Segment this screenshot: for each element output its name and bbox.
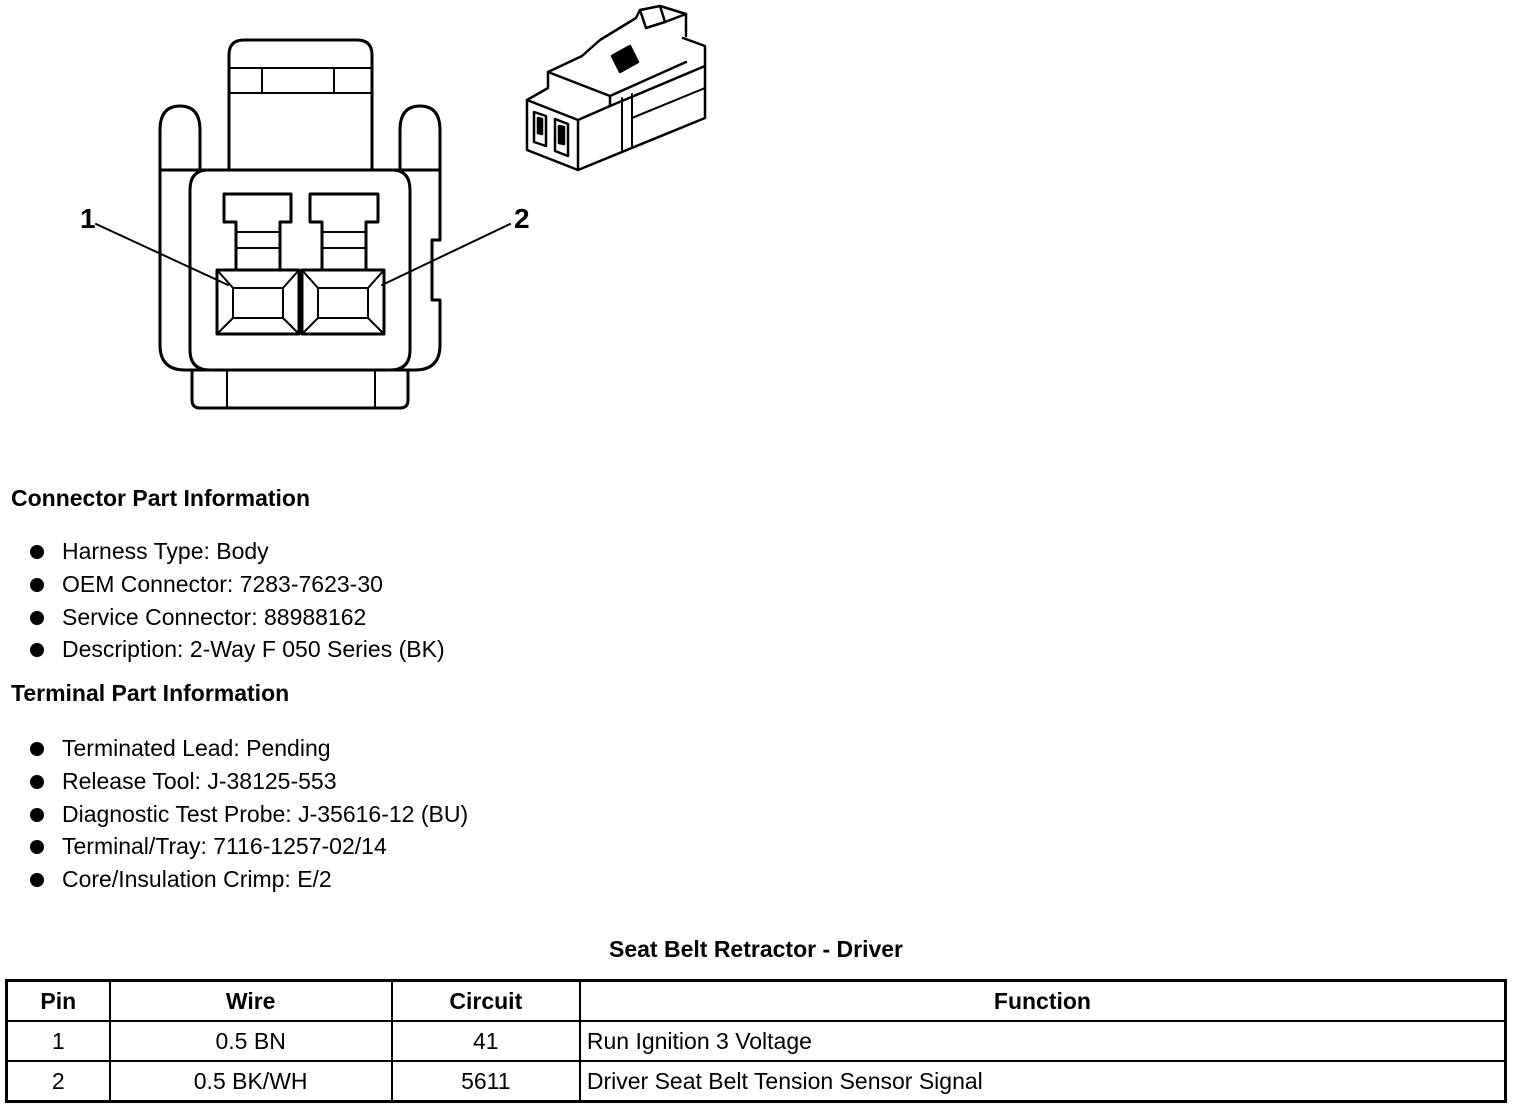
bullet-icon [30,840,44,855]
bullet-icon [30,807,44,822]
bullet-icon [30,577,44,592]
table-row: 1 0.5 BN 41 Run Ignition 3 Voltage [5,1020,1507,1062]
column-header-pin: Pin [5,979,111,1022]
bullet-icon [30,610,44,625]
connector-info-list: Harness Type: Body OEM Connector: 7283-7… [30,535,445,666]
pinout-table: Pin Wire Circuit Function 1 0.5 BN 41 Ru… [5,979,1507,1103]
list-item: Diagnostic Test Probe: J-35616-12 (BU) [30,798,468,831]
cell-circuit: 41 [390,1020,581,1062]
list-item: Harness Type: Body [30,535,445,568]
list-item: Service Connector: 88988162 [30,601,445,634]
pin-label-2: 2 [514,203,530,234]
bullet-icon [30,742,44,756]
cell-wire: 0.5 BK/WH [108,1060,393,1103]
table-header-row: Pin Wire Circuit Function [5,979,1507,1022]
bullet-icon [30,643,44,658]
list-item: Description: 2-Way F 050 Series (BK) [30,633,445,666]
connector-isometric-view [525,4,707,172]
list-item: Terminated Lead: Pending [30,732,468,765]
cell-circuit: 5611 [390,1060,581,1103]
terminal-info-list: Terminated Lead: Pending Release Tool: J… [30,732,468,896]
table-title: Seat Belt Retractor - Driver [609,936,903,962]
bullet-icon [30,545,44,559]
cell-function: Run Ignition 3 Voltage [578,1020,1507,1062]
cell-wire: 0.5 BN [108,1020,393,1062]
terminal-info-heading: Terminal Part Information [11,680,290,706]
list-item: Core/Insulation Crimp: E/2 [30,863,468,896]
column-header-circuit: Circuit [390,979,581,1022]
cell-pin: 1 [5,1020,111,1062]
list-item: OEM Connector: 7283-7623-30 [30,568,445,601]
column-header-wire: Wire [108,979,393,1022]
column-header-function: Function [578,979,1507,1022]
bullet-icon [30,873,44,888]
cell-function: Driver Seat Belt Tension Sensor Signal [578,1060,1507,1103]
pin-label-1: 1 [80,203,96,234]
cell-pin: 2 [5,1060,111,1103]
list-item: Release Tool: J-38125-553 [30,765,468,798]
table-row: 2 0.5 BK/WH 5611 Driver Seat Belt Tensio… [5,1060,1507,1103]
connector-diagram: 1 2 [0,0,760,430]
bullet-icon [30,774,44,789]
connector-face-view [95,38,511,410]
connector-info-heading: Connector Part Information [11,485,311,511]
list-item: Terminal/Tray: 7116-1257-02/14 [30,830,468,863]
